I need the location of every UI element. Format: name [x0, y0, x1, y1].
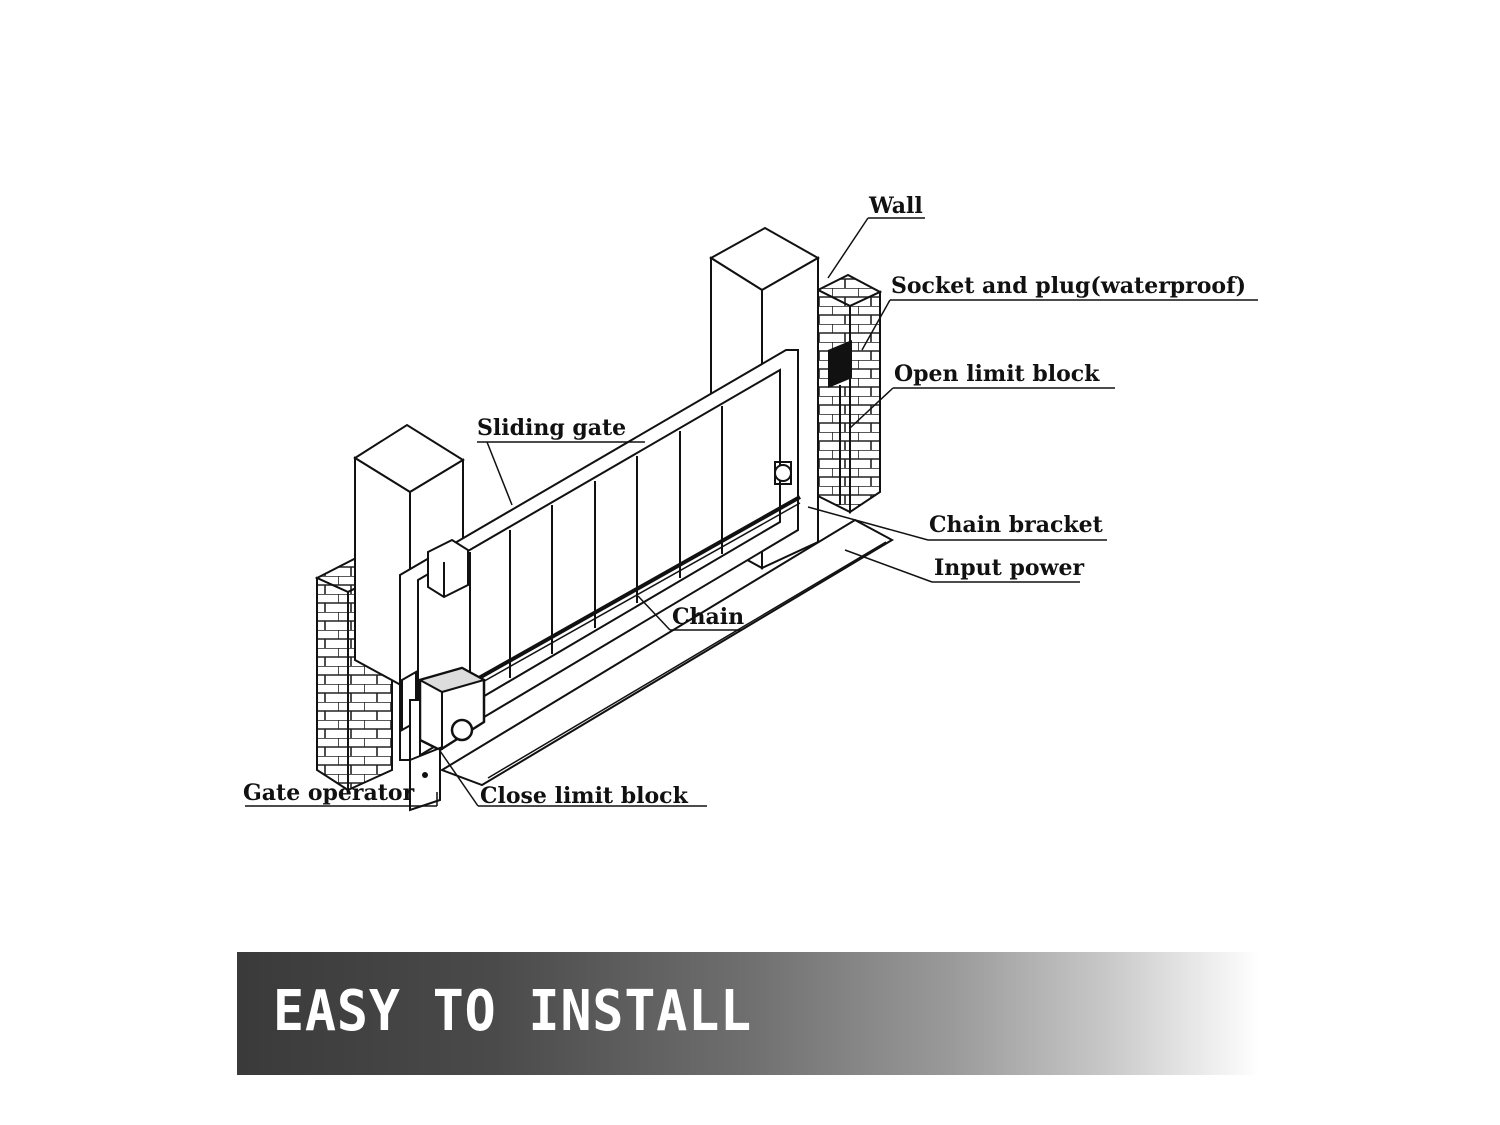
gate-operator — [401, 666, 487, 812]
label-chain: Chain — [672, 604, 744, 630]
title-banner: EASY TO INSTALL — [237, 952, 1260, 1075]
chain — [439, 495, 801, 707]
label-sliding-gate: Sliding gate — [477, 415, 626, 441]
diagram-labels: Wall Socket and plug(waterproof) Open li… — [243, 193, 1246, 809]
banner-title: EASY TO INSTALL — [273, 979, 753, 1044]
label-chain-bracket: Chain bracket — [929, 512, 1104, 538]
label-open-limit-block: Open limit block — [894, 361, 1100, 387]
label-gate-operator: Gate operator — [243, 780, 415, 806]
leader-lines — [245, 217, 1258, 807]
sliding-gate — [399, 349, 799, 761]
label-wall: Wall — [868, 193, 923, 219]
gate-installation-diagram: Wall Socket and plug(waterproof) Open li… — [243, 193, 1258, 812]
socket-box — [828, 340, 852, 505]
chain-bracket — [774, 461, 799, 505]
right-brick-wall — [815, 273, 883, 514]
label-close-limit-block: Close limit block — [480, 783, 689, 809]
label-input-power: Input power — [934, 555, 1084, 581]
label-socket-and-plug: Socket and plug(waterproof) — [891, 273, 1246, 299]
